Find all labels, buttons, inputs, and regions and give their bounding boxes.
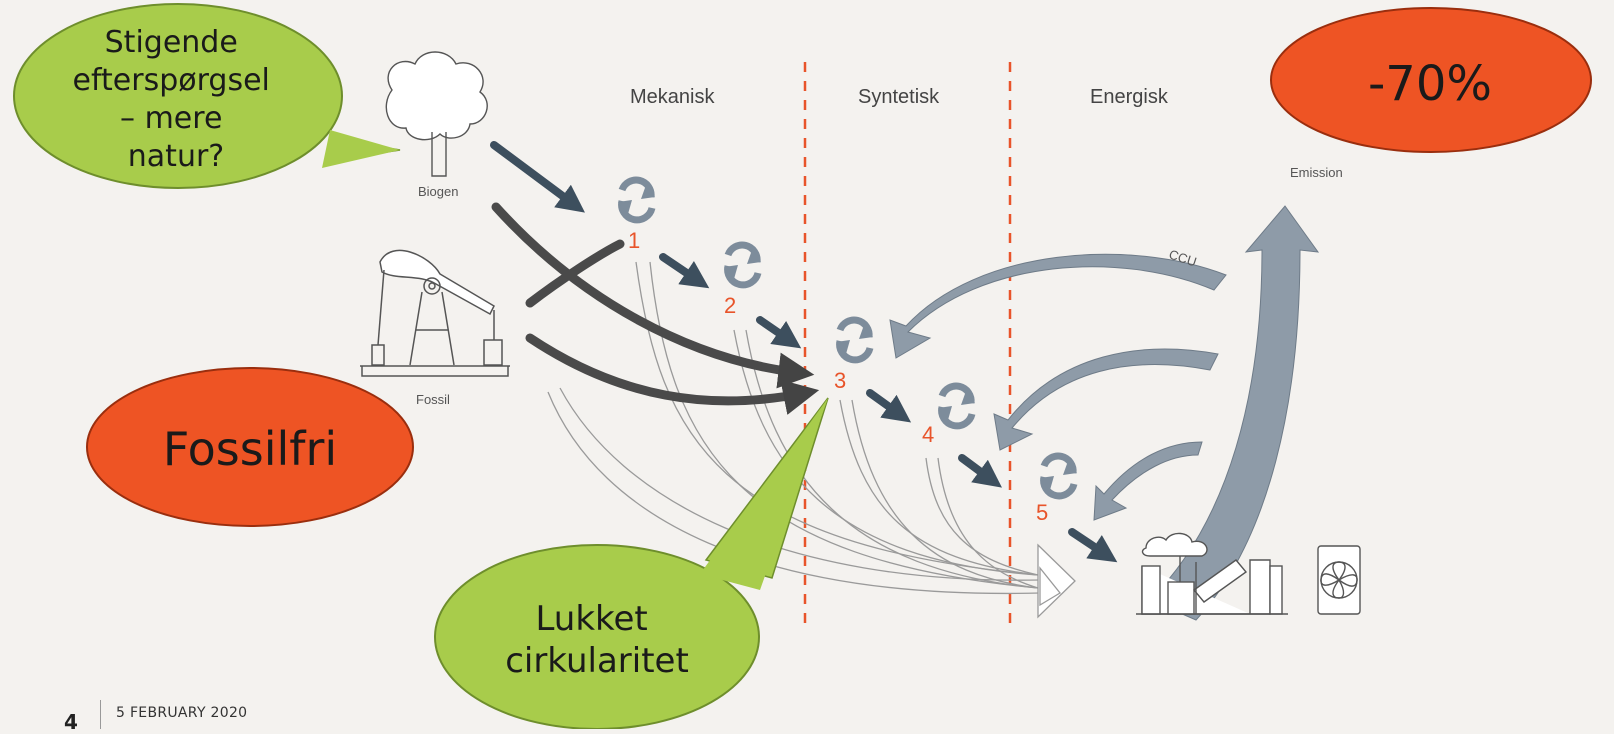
callout-reduction: -70% [1270,7,1592,153]
biogen-label: Biogen [418,184,458,199]
recycle-icon-4 [938,382,976,430]
recycle-icon-5 [1040,452,1078,500]
svg-text:Stigende efterspørgsel: Stigende efterspørgsel – mere natur? [73,25,280,174]
footer-date: 5 FEBRUARY 2020 [116,705,248,721]
fossil-label: Fossil [416,392,450,407]
callout-demand-line-2: efterspørgsel [73,63,270,98]
page-number: 4 [64,710,78,734]
recycle-icon-1 [618,176,656,224]
step-number-4: 4 [922,422,934,447]
callout-fossil-free: Fossilfri [86,367,414,527]
stage-label-energetic: Energisk [1090,86,1169,108]
source-inflows [491,202,820,415]
recycle-icon-2 [724,241,762,289]
step-number-1: 1 [628,228,640,253]
loss-arrow-head-lower [1039,566,1061,607]
ccu-flows [889,205,1320,621]
emission-label: Emission [1290,165,1343,180]
step-number-5: 5 [1036,500,1048,525]
svg-text:Lukket cirkularitet: Lukket cirkularitet [505,599,689,681]
recycle-icons [618,176,1078,500]
callout-circularity-line-2: cirkularitet [505,641,689,681]
callout-circularity-line-1: Lukket [535,599,647,639]
footer-divider [100,700,101,729]
callout-demand-line-4: natur? [128,139,224,174]
tree-icon [385,51,488,177]
stage-label-synthetic: Syntetisk [858,86,940,108]
factory-icon [1136,532,1288,615]
callout-demand-line-3: – mere [120,101,222,136]
callout-fossil-free-text: Fossilfri [163,422,337,476]
callout-circularity: Lukket cirkularitet [434,397,829,729]
pumpjack-icon [360,249,510,377]
cascade-arrows [490,141,1118,563]
recycle-icon-3 [836,316,874,364]
callout-demand-line-1: Stigende [105,25,238,60]
stage-label-mechanical: Mekanisk [630,86,715,108]
step-number-2: 2 [724,293,736,318]
step-number-3: 3 [834,368,846,393]
callout-reduction-text: -70% [1368,56,1492,112]
fan-icon [1317,545,1361,615]
callout-demand: Stigende efterspørgsel – mere natur? [13,3,401,189]
